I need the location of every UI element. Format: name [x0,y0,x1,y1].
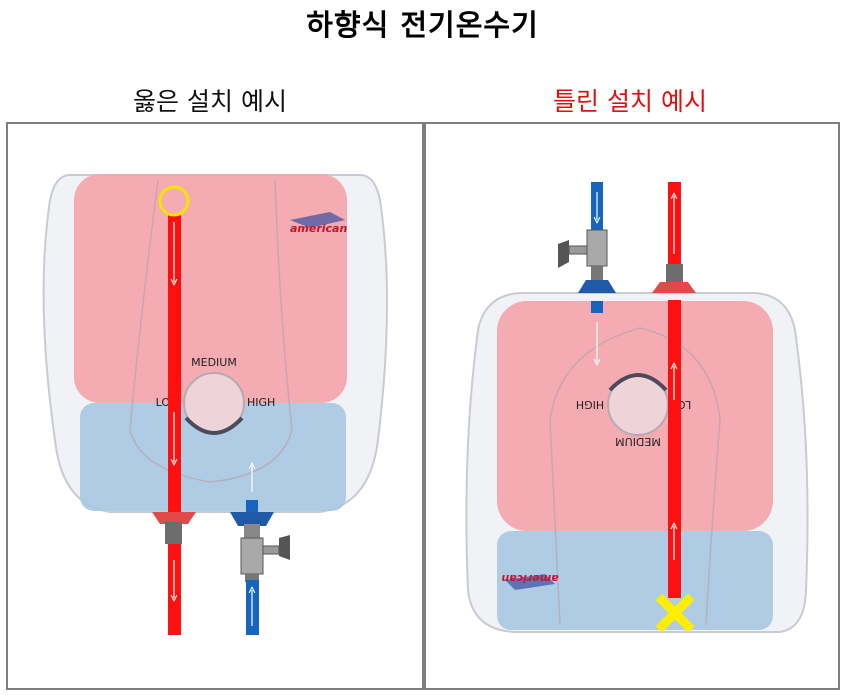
hot-outlet-fitting [152,512,196,524]
cold-valve-icon [558,229,608,280]
wrong-heater: MEDIUM HIGH LO american [465,182,809,633]
front-panel [129,179,293,483]
wrong-installation-panel [422,122,840,690]
cold-water-zone [497,531,773,630]
cold-inlet-fitting [230,512,274,526]
cold-valve-icon [240,535,290,582]
correct-installation-panel [6,122,426,690]
correct-heater: MEDIUM LO HIGH american [42,174,388,635]
brand-logo: american [501,572,558,585]
cold-water-zone [80,403,346,511]
dial-label-high: HIGH [576,398,604,411]
page-title: 하향식 전기온수기 [306,8,539,42]
brand-logo-icon [505,574,555,590]
dial-label-high: HIGH [247,396,275,409]
front-panel [549,327,721,626]
dial-label-low: LO [156,396,171,409]
dial-label-medium: MEDIUM [615,435,661,448]
brand-logo: american [290,222,347,235]
correct-installation-label: 옳은 설치 예시 [133,87,287,116]
highlight-circle [158,185,190,217]
hot-water-zone [74,174,347,403]
cold-inlet-nozzle [591,301,603,313]
wrong-installation-label: 틀린 설치 예시 [553,87,707,116]
hot-outlet-fitting [652,282,696,293]
cold-inlet-fitting [578,280,616,293]
brand-logo-icon [290,212,345,228]
error-x-icon [655,593,695,633]
dial-label-medium: MEDIUM [191,356,237,369]
cold-inlet-nozzle [246,500,258,512]
hot-internal-pipe [168,214,181,512]
